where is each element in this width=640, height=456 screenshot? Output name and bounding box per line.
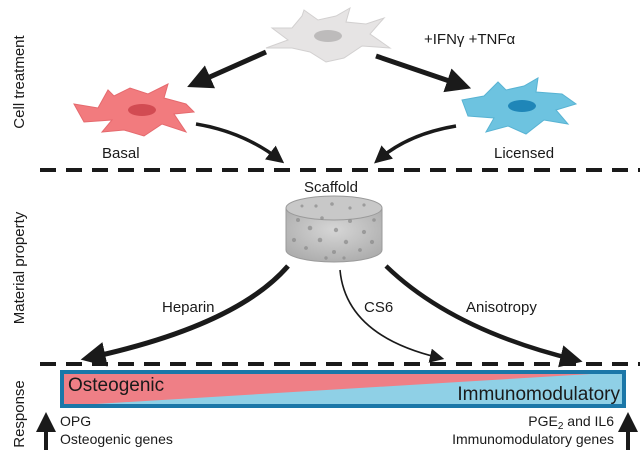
arrow-anisotropy — [384, 264, 583, 368]
untreated-cell — [265, 6, 392, 63]
arrow-basal-to-scaffold — [195, 122, 285, 164]
arrow-heparin — [80, 264, 290, 367]
section-label-response: Response — [11, 380, 28, 448]
pge-prefix: PGE — [528, 413, 558, 429]
section-label-material-property: Material property — [11, 211, 28, 324]
outcome-left-line2: Osteogenic genes — [60, 431, 173, 447]
outcome-right-line1: PGE2 and IL6 — [528, 413, 614, 432]
osteogenic-label: Osteogenic — [68, 375, 164, 396]
arrow-cs6 — [339, 269, 445, 363]
anisotropy-label: Anisotropy — [466, 299, 537, 316]
outcome-right-line2: Immunomodulatory genes — [452, 431, 614, 447]
section-label-cell-treatment: Cell treatment — [11, 34, 28, 128]
arrow-to-licensed — [375, 53, 472, 93]
basal-cell — [73, 83, 196, 137]
licensed-label: Licensed — [494, 145, 554, 162]
heparin-label: Heparin — [162, 299, 215, 316]
arrow-to-basal — [187, 49, 268, 89]
immunomodulatory-label: Immunomodulatory — [457, 384, 620, 405]
treatment-label: +IFNγ +TNFα — [424, 31, 516, 48]
licensed-cell — [461, 77, 578, 135]
scaffold-cylinder — [285, 195, 383, 263]
pge-subscript: 2 — [558, 421, 564, 432]
basal-label: Basal — [102, 145, 140, 162]
response-bar — [60, 370, 626, 408]
arrow-licensed-to-scaffold — [374, 124, 457, 164]
outcome-left-line1: OPG — [60, 413, 91, 429]
pge-suffix: and IL6 — [563, 413, 614, 429]
cs6-label: CS6 — [364, 299, 393, 316]
scaffold-label: Scaffold — [304, 179, 358, 196]
